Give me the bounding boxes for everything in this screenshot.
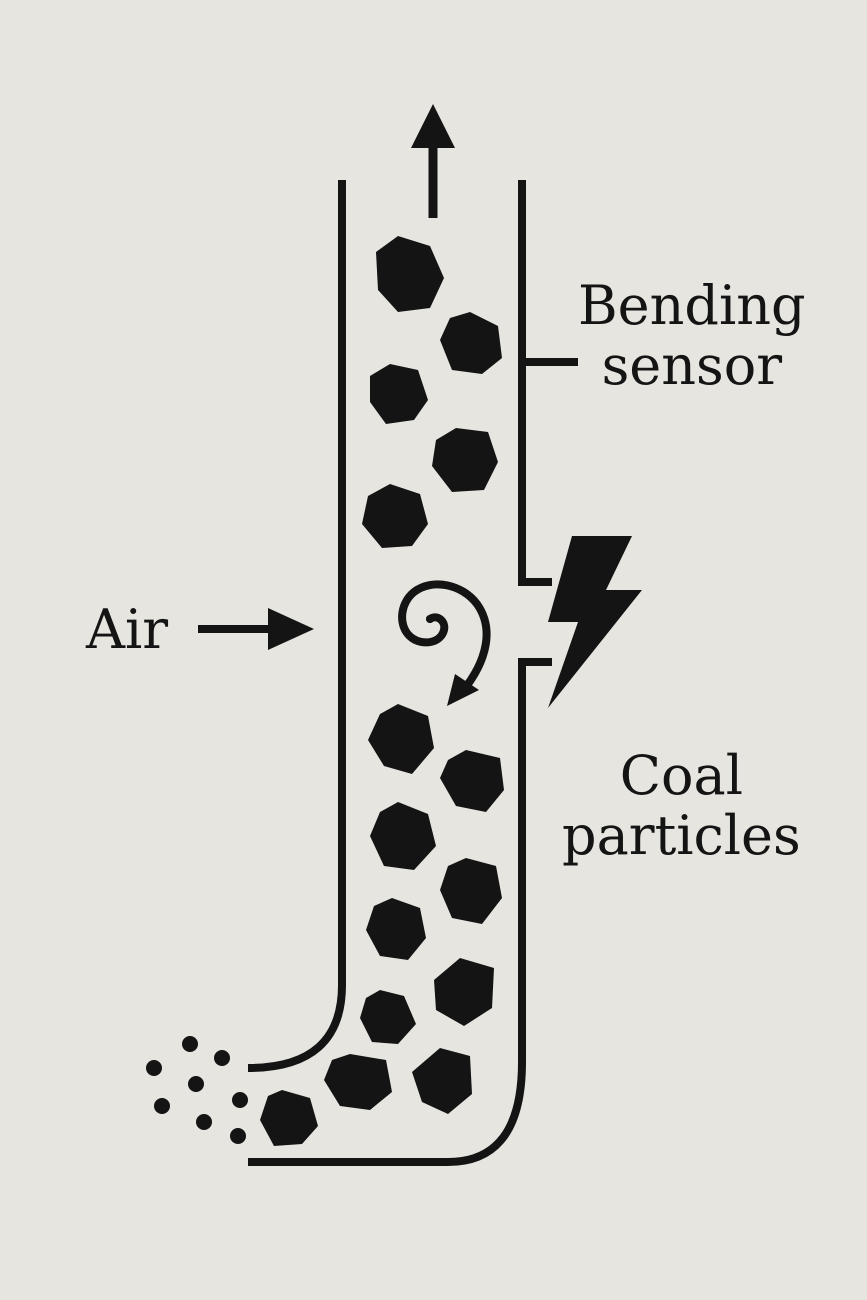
coal-particle-icon (440, 858, 502, 924)
coal-particle-icon (370, 802, 436, 870)
air-label: Air (86, 598, 169, 661)
coal-particle-icon (432, 428, 498, 492)
coal-particle-icon (370, 364, 428, 424)
dust-particles (146, 1036, 248, 1144)
coal-particle-icon (440, 312, 502, 374)
right-arrow-icon (198, 608, 314, 650)
coal-particles-label: Coal particles (562, 744, 801, 868)
bending-sensor-label: Bending sensor (578, 274, 806, 398)
pipe-left-wall (247, 180, 346, 1072)
coal-particle-icon (376, 236, 444, 312)
coal-particles-label-line2: particles (562, 804, 801, 868)
coal-particle-icon (360, 990, 416, 1044)
coal-particle-icon (412, 1048, 472, 1114)
bending-sensor-label-line1: Bending (578, 274, 806, 337)
coal-particle-icon (362, 484, 428, 548)
coal-particles (260, 236, 504, 1146)
coal-particle-icon (366, 898, 426, 960)
pipe-right-wall (248, 180, 552, 1166)
lightning-bolt-icon (548, 536, 642, 708)
coal-particle-icon (368, 704, 434, 774)
spiral-arrow-icon (398, 580, 491, 706)
coal-particle-icon (434, 958, 494, 1026)
up-arrow-icon (411, 104, 455, 218)
bending-sensor-label-line2: sensor (601, 334, 783, 398)
coal-particle-icon (260, 1090, 318, 1146)
coal-particle-icon (324, 1054, 392, 1110)
coal-particles-label-line1: Coal (619, 744, 744, 807)
coal-particle-icon (440, 750, 504, 812)
